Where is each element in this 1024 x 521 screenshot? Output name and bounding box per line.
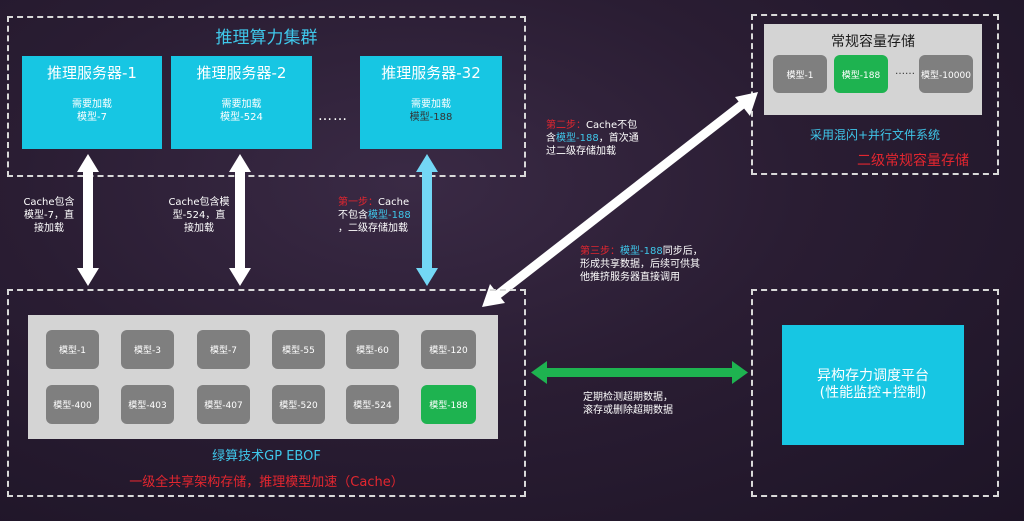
note-expiry: 定期检测超期数据， 滚存或删除超期数据 [583, 391, 703, 417]
server-1-load: 需要加载 模型-7 [22, 98, 162, 124]
note-server1-line3: 接加载 [34, 223, 64, 234]
arrow-server32-cache [416, 154, 438, 286]
note-step2-model: 模型-188 [556, 133, 599, 144]
note-server2-line1: Cache包含模 [168, 197, 230, 208]
server-2-load: 需要加载 模型-524 [171, 98, 312, 124]
storage2-model-188: 模型-188 [834, 55, 888, 93]
ebof-model-panel [28, 315, 498, 439]
note-step3: 第三步：模型-188同步后， 形成共享数据，后续可供其 他推挤服务器直接调用 [580, 245, 720, 284]
note-step1-line3: ，二级存储加载 [338, 223, 408, 234]
note-server1-line2: 模型-7，直 [24, 210, 74, 221]
server-32-model: 模型-188 [409, 112, 453, 123]
note-step2-line1: 第二步：Cache不包 [546, 119, 646, 132]
platform-line2: (性能监控+控制) [819, 385, 927, 401]
ebof-label: 绿算技术GP EBOF [212, 449, 321, 464]
ebof-model-1: 模型-1 [46, 330, 99, 369]
storage2-model-1: 模型-1 [773, 55, 827, 93]
note-step2-line2c: ，首次通 [598, 133, 639, 144]
ebof-model-407: 模型-407 [197, 385, 250, 424]
note-server2-line2: 型-524，直 [172, 210, 226, 221]
ebof-model-120: 模型-120 [421, 330, 476, 369]
server-2-model: 模型-524 [220, 112, 263, 123]
server-2-load-label: 需要加载 [221, 99, 262, 110]
note-step3-line3: 他推挤服务器直接调用 [580, 272, 680, 283]
storage2-model-10000: 模型-10000 [919, 55, 973, 93]
note-step2-line3: 过二级存储加载 [546, 146, 616, 157]
ebof-model-403: 模型-403 [121, 385, 174, 424]
note-step1-text: Cache [378, 197, 410, 208]
ebof-caption: 一级全共享架构存储，推理模型加速（Cache） [129, 475, 404, 490]
ebof-model-7: 模型-7 [197, 330, 250, 369]
note-step2-line2a: 含 [546, 133, 556, 144]
note-server1: Cache包含 模型-7，直 接加载 [18, 196, 80, 235]
note-step3-prefix: 第三步： [580, 246, 620, 257]
server-ellipsis: …… [318, 108, 348, 124]
server-2: 推理服务器-2 需要加载 模型-524 [171, 56, 312, 149]
server-32-load: 需要加载 模型-188 [360, 98, 502, 124]
ebof-cache-box [7, 289, 526, 497]
secondary-storage-caption: 二级常规容量存储 [857, 153, 969, 169]
storage2-ellipsis: …… [895, 66, 915, 77]
note-step3-model: 模型-188 [620, 246, 663, 257]
platform-title: 异构存力调度平台 (性能监控+控制) [782, 368, 964, 402]
server-1: 推理服务器-1 需要加载 模型-7 [22, 56, 162, 149]
note-step2-text: Cache不包 [586, 120, 638, 131]
note-step3-line2: 形成共享数据，后续可供其 [580, 259, 700, 270]
note-step1: 第一步：Cache 不包含模型-188 ，二级存储加载 [338, 196, 418, 235]
inference-cluster-box [7, 16, 526, 177]
note-expiry-line2: 滚存或删除超期数据 [583, 405, 673, 416]
note-step3-text: 同步后， [662, 246, 703, 257]
platform-line1: 异构存力调度平台 [817, 368, 929, 384]
note-step2-line2: 含模型-188，首次通 [546, 132, 646, 145]
server-1-name: 推理服务器-1 [47, 64, 137, 82]
secondary-storage-subtitle: 采用混闪+并行文件系统 [809, 128, 941, 142]
note-expiry-line1: 定期检测超期数据， [583, 392, 673, 403]
ebof-model-400: 模型-400 [46, 385, 99, 424]
server-1-model: 模型-7 [77, 112, 107, 123]
arrow-server2-cache [229, 154, 251, 286]
note-server2: Cache包含模 型-524，直 接加载 [165, 196, 233, 235]
server-32: 推理服务器-32 需要加载 模型-188 [360, 56, 502, 149]
ebof-model-60: 模型-60 [346, 330, 399, 369]
ebof-model-3: 模型-3 [121, 330, 174, 369]
arrow-cache-to-platform [531, 361, 748, 384]
note-step1-model: 模型-188 [368, 210, 411, 221]
note-step1-prefix: 第一步： [338, 197, 378, 208]
cluster-title: 推理算力集群 [215, 28, 318, 48]
server-32-load-label: 需要加载 [411, 99, 451, 110]
note-server2-line3: 接加载 [184, 223, 214, 234]
arrow-server1-cache [77, 154, 99, 286]
secondary-storage-title: 常规容量存储 [831, 34, 915, 50]
server-2-name: 推理服务器-2 [196, 64, 287, 82]
note-step1-line1: 第一步：Cache [338, 196, 418, 209]
ebof-model-188: 模型-188 [421, 385, 476, 424]
note-step2-prefix: 第二步： [546, 120, 586, 131]
platform-panel [782, 325, 964, 445]
note-step3-line1: 第三步：模型-188同步后， [580, 245, 720, 258]
ebof-model-520: 模型-520 [272, 385, 325, 424]
ebof-model-55: 模型-55 [272, 330, 325, 369]
ebof-model-524: 模型-524 [346, 385, 399, 424]
platform-box [751, 289, 999, 497]
server-32-name: 推理服务器-32 [381, 64, 481, 82]
note-server1-line1: Cache包含 [23, 197, 75, 208]
note-step1-line2: 不包含模型-188 [338, 209, 418, 222]
note-step1-line2a: 不包含 [338, 210, 368, 221]
note-step2: 第二步：Cache不包 含模型-188，首次通 过二级存储加载 [546, 119, 646, 158]
arrow-cache-to-secondary [482, 92, 758, 307]
server-1-load-label: 需要加载 [72, 99, 112, 110]
